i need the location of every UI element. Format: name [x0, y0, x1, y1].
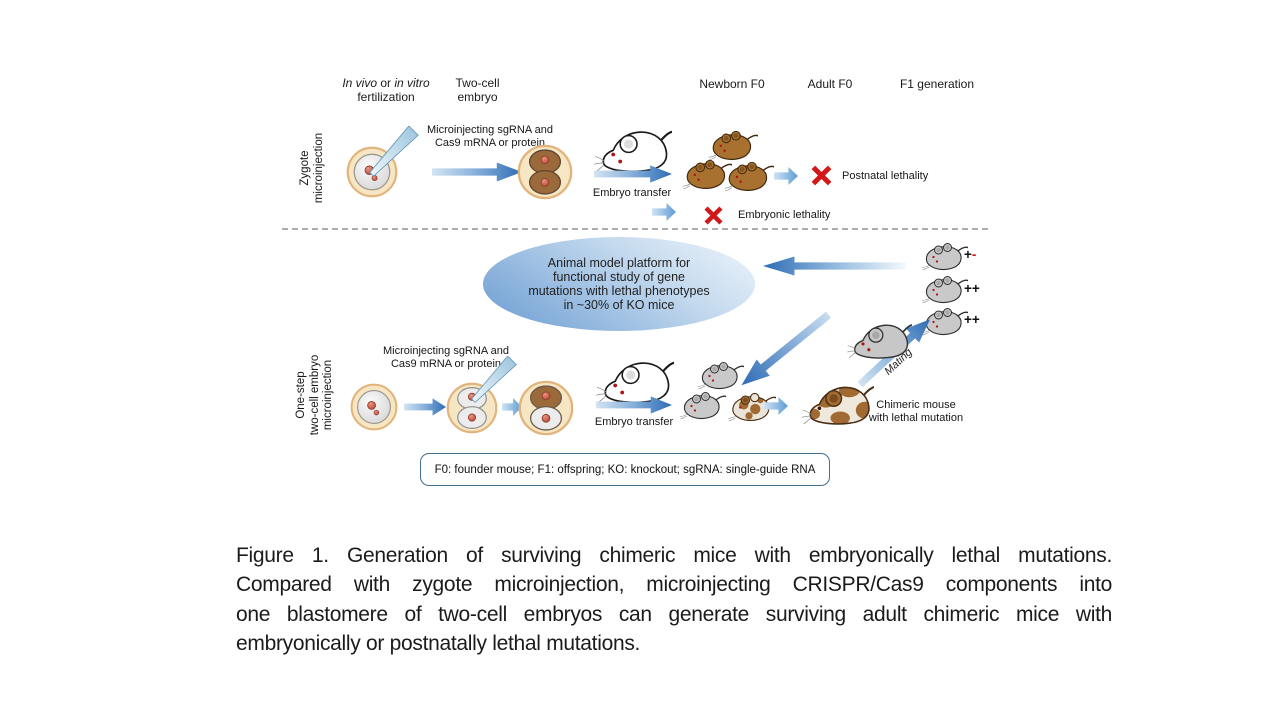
embryonic-lethality-label: Embryonic lethality: [738, 209, 831, 221]
header-f1-generation: F1 generation: [899, 77, 975, 91]
two-cell-embryo-brown-icon: [517, 144, 573, 200]
header-fertilization: In vivo or in vitro fertilization: [342, 76, 430, 104]
lethality-x-icon: [811, 165, 832, 186]
abbreviation-legend: F0: founder mouse; F1: offspring; KO: kn…: [420, 453, 830, 486]
newborn-mouse-icon: [674, 390, 726, 424]
caption-line: embryonically or postnatally lethal muta…: [236, 632, 641, 656]
figure-caption: Figure 1. Generation of surviving chimer…: [236, 541, 1112, 659]
embryo-transfer-label-bottom: Embryo transfer: [594, 416, 674, 428]
zygote-icon: [350, 383, 398, 431]
embryo-transfer-arrow-icon: [596, 396, 672, 414]
caption-line: Compared with zygote microinjection, mic…: [236, 573, 1112, 597]
header-two-cell-embryo: Two-cell embryo: [455, 76, 500, 104]
small-arrow-icon: [774, 167, 798, 185]
genotype-label-wt: ++: [964, 312, 980, 327]
newborn-mouse-icon: [692, 360, 744, 394]
f1-mouse-icon: [916, 241, 968, 275]
embryo-transfer-arrow-icon: [594, 165, 672, 183]
header-invitro: in vitro: [394, 76, 430, 90]
microinjection-needle-icon: [470, 356, 518, 404]
microinjecting-label-bottom: Microinjecting sgRNA and Cas9 mRNA or pr…: [383, 345, 509, 370]
arrow-right-icon: [432, 162, 522, 182]
genotype-label-wt: ++: [964, 281, 980, 296]
caption-line: Figure 1. Generation of surviving chimer…: [236, 544, 1112, 567]
f1-mouse-icon: [916, 274, 968, 308]
header-invivo: In vivo: [342, 76, 377, 90]
microinjecting-label-top: Microinjecting sgRNA and Cas9 mRNA or pr…: [427, 124, 553, 149]
header-adult-f0: Adult F0: [807, 77, 853, 91]
header-newborn-f0: Newborn F0: [699, 77, 765, 91]
two-cell-embryo-chimeric-icon: [518, 380, 574, 436]
postnatal-lethality-label: Postnatal lethality: [842, 170, 929, 182]
lethality-x-icon: [704, 206, 723, 225]
arrow-to-ellipse-icon: [741, 311, 832, 386]
genotype-label-het: +-: [964, 247, 977, 262]
platform-ellipse: Animal model platform for functional stu…: [483, 237, 755, 331]
row-label-one-step-microinjection: One-step two-cell embryo microinjection: [295, 354, 334, 436]
adult-gray-mouse-icon: [842, 314, 912, 368]
arrow-right-icon: [404, 398, 446, 416]
row-label-zygote-microinjection: Zygote microinjection: [299, 132, 325, 204]
newborn-mouse-icon: [718, 160, 774, 196]
caption-line: one blastomere of two-cell embryos can g…: [236, 602, 1112, 626]
embryo-transfer-label-top: Embryo transfer: [592, 187, 672, 199]
arrow-left-icon: [763, 256, 906, 276]
chimeric-mouse-label: Chimeric mouse with lethal mutation: [868, 399, 964, 424]
dashed-separator: [282, 228, 988, 230]
small-arrow-icon: [652, 203, 676, 221]
small-arrow-icon: [502, 398, 522, 416]
small-arrow-icon: [764, 397, 788, 415]
